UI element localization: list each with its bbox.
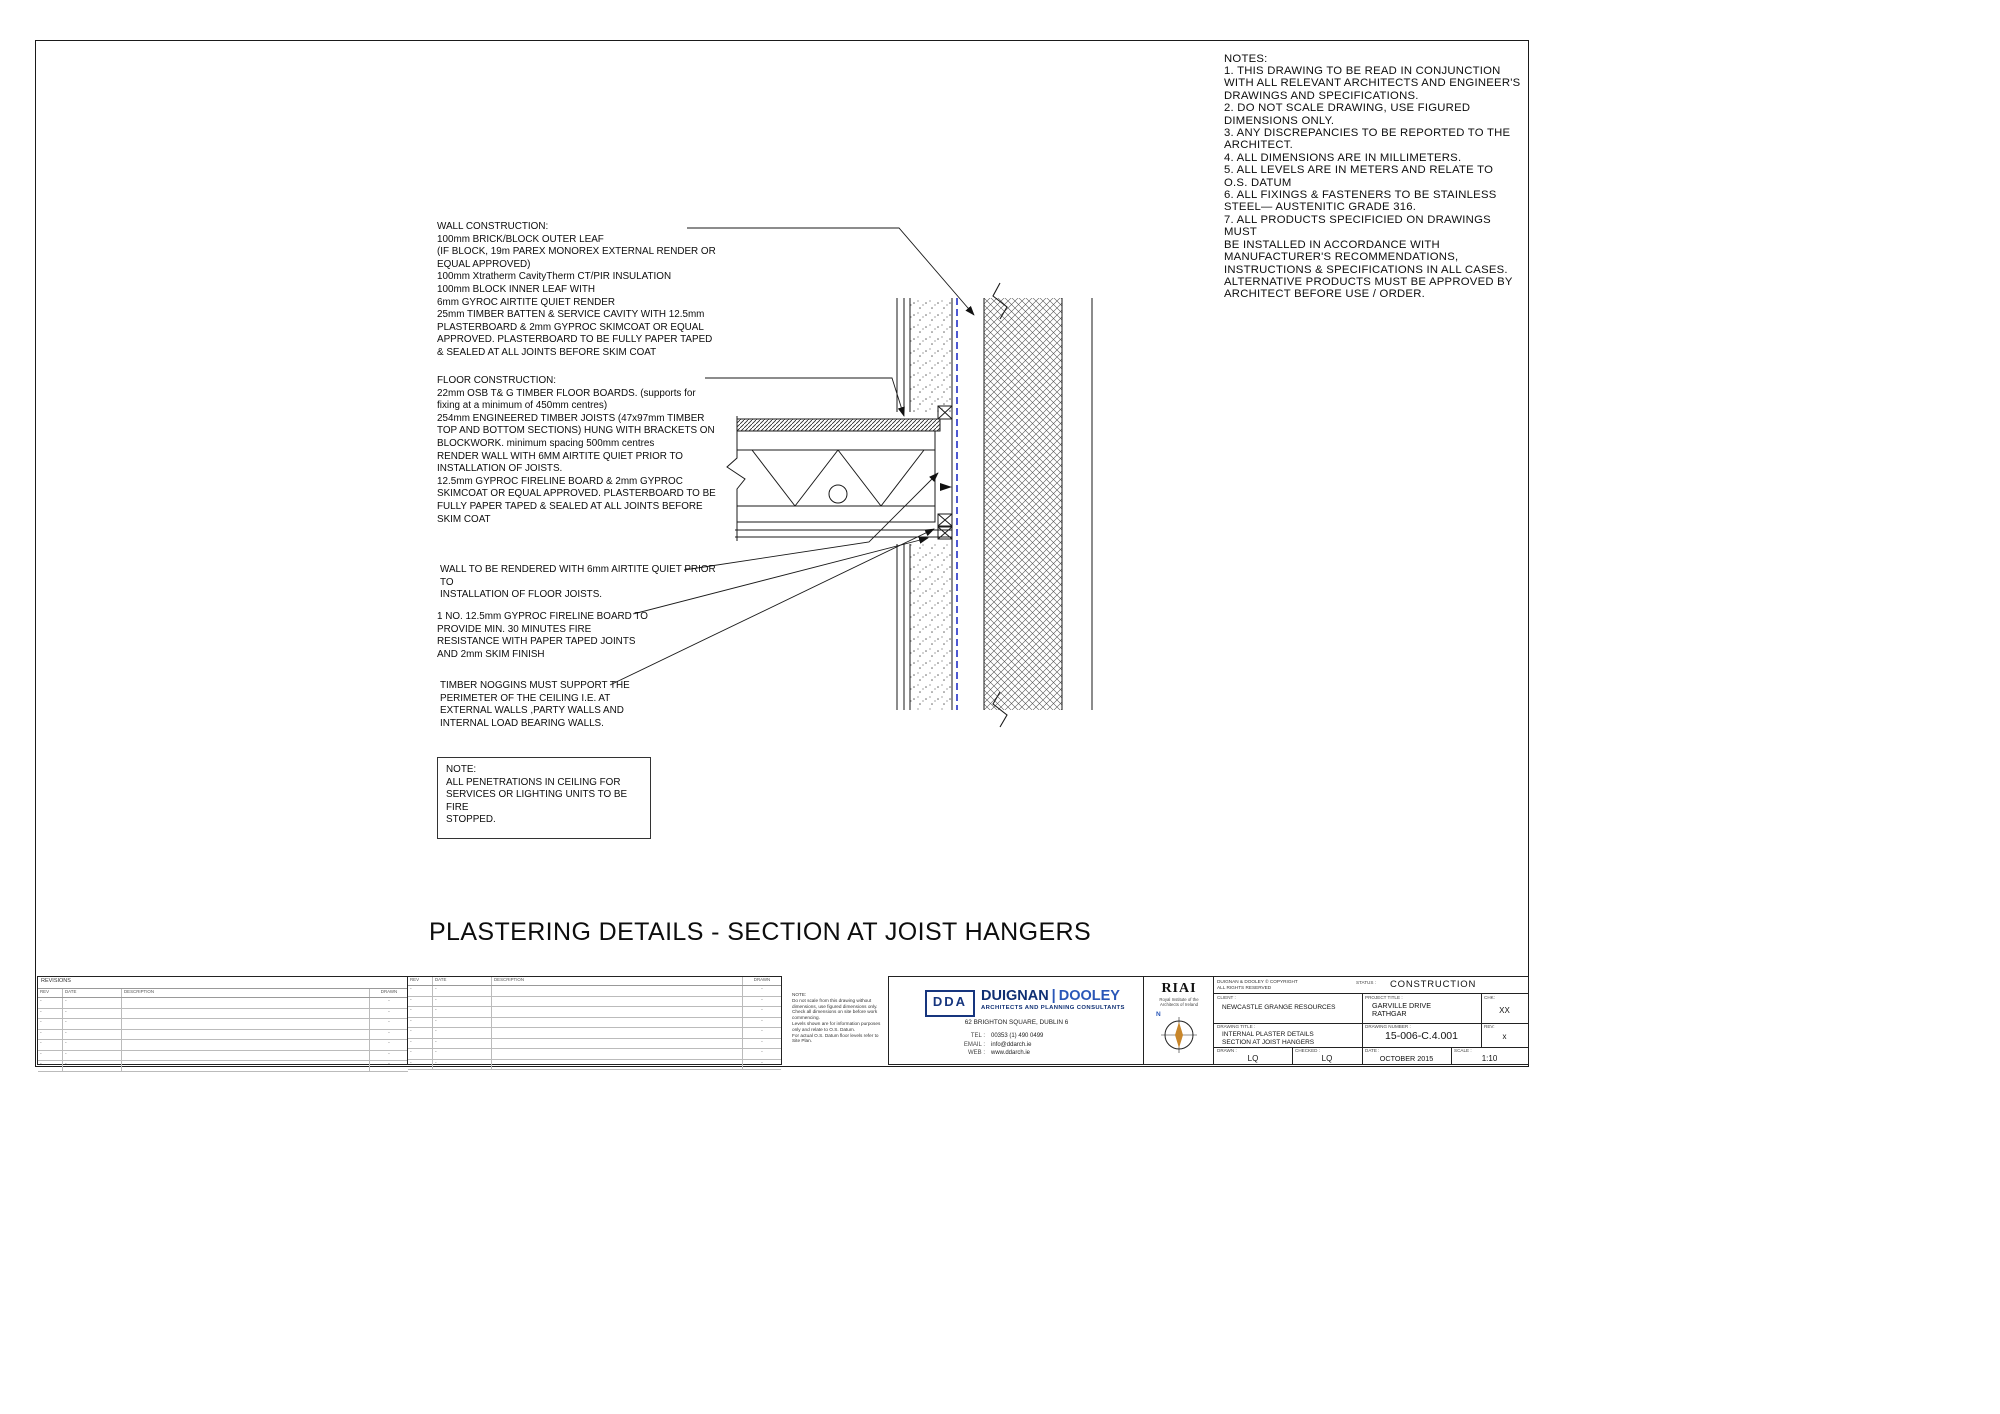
- joist-web: [751, 449, 925, 507]
- ceiling-penetrations-note-box: NOTE: ALL PENETRATIONS IN CEILING FOR SE…: [437, 757, 651, 839]
- project-line1: GARVILLE DRIVE: [1372, 1001, 1431, 1010]
- render-callout-leader: [683, 472, 939, 571]
- chk-value: XX: [1499, 1006, 1510, 1015]
- revision-row: - - -: [38, 1050, 408, 1061]
- revisions-header: REV DATE DESCRIPTION DRAWN: [408, 977, 781, 986]
- company-name: DUIGNAN|DOOLEY: [981, 988, 1120, 1004]
- revisions-rows: - - - - - - - - - - - - - - - - -: [408, 986, 781, 1070]
- noggins-callout-leader: [609, 528, 935, 686]
- revision-row: - - -: [38, 1061, 408, 1072]
- wall-section: [896, 298, 1093, 710]
- notes-title: NOTES:: [1224, 53, 1268, 65]
- drawn-cell: DRAWN : LQ: [1214, 1047, 1293, 1064]
- client-cell: CLIENT : NEWCASTLE GRANGE RESOURCES: [1214, 993, 1363, 1023]
- scale-value: 1:10: [1481, 1054, 1498, 1063]
- copyright-note: DUIGNAN & DOOLEY © COPYRIGHT ALL RIGHTS …: [1217, 979, 1298, 990]
- wall-construction-leader: [687, 227, 975, 316]
- osb-floor-boards: [736, 418, 941, 432]
- floor-construction-note: FLOOR CONSTRUCTION: 22mm OSB T& G TIMBER…: [437, 375, 716, 525]
- revision-row: - - -: [408, 1038, 781, 1049]
- company-subtitle: ARCHITECTS AND PLANNING CONSULTANTS: [981, 1005, 1125, 1011]
- drawing-number: 15-006-C.4.001: [1385, 1030, 1458, 1042]
- fine-print-note: NOTE: Do not scale from this drawing wit…: [792, 992, 881, 1044]
- drawing-title-line2: SECTION AT JOIST HANGERS: [1222, 1038, 1315, 1046]
- revisions-table-2: REV DATE DESCRIPTION DRAWN - - - - - - -…: [407, 976, 782, 1070]
- fireline-callout: 1 NO. 12.5mm GYPROC FIRELINE BOARD TO PR…: [437, 611, 648, 660]
- date-cell: DATE : OCTOBER 2015: [1362, 1047, 1452, 1064]
- revisions-table-1: REVISIONS REV DATE DESCRIPTION DRAWN - -…: [37, 976, 409, 1072]
- riai-caption: Royal Institute of the Architects of Ire…: [1159, 997, 1199, 1008]
- joist-hanger: [937, 405, 953, 540]
- date-value: OCTOBER 2015: [1379, 1054, 1434, 1063]
- status-label: STATUS :: [1356, 980, 1376, 985]
- revision-row: - - -: [408, 1059, 781, 1070]
- project-title-cell: PROJECT TITLE : GARVILLE DRIVE RATHGAR: [1362, 993, 1482, 1023]
- checked-value: LQ: [1321, 1054, 1333, 1063]
- noggins-callout: TIMBER NOGGINS MUST SUPPORT THE PERIMETE…: [440, 680, 630, 729]
- status-value: CONSTRUCTION: [1390, 979, 1477, 990]
- rev-value: x: [1502, 1032, 1507, 1041]
- revision-row: - - -: [38, 1029, 408, 1040]
- floor-break-line: [726, 416, 746, 541]
- floor-assembly: [726, 405, 953, 544]
- wall-construction-note: WALL CONSTRUCTION: 100mm BRICK/BLOCK OUT…: [437, 221, 716, 358]
- render-callout: WALL TO BE RENDERED WITH 6mm AIRTITE QUI…: [440, 564, 716, 601]
- revision-row: - - -: [38, 998, 408, 1009]
- company-email: EMAIL : info@ddarch.ie: [963, 1041, 1032, 1048]
- revision-row: - - -: [408, 996, 781, 1007]
- client-name: NEWCASTLE GRANGE RESOURCES: [1222, 1004, 1336, 1011]
- drawing-main-title: PLASTERING DETAILS - SECTION AT JOIST HA…: [428, 918, 1092, 946]
- drawing-title-cell: DRAWING TITLE : INTERNAL PLASTER DETAILS…: [1214, 1023, 1363, 1047]
- company-web: WEB : www.ddarch.ie: [967, 1050, 1031, 1057]
- wall-face-arrow: [940, 483, 952, 491]
- revision-row: - - -: [408, 1017, 781, 1028]
- scale-cell: SCALE : 1:10: [1451, 1047, 1528, 1064]
- fireline-callout-leader: [632, 536, 929, 615]
- sheet-border: [35, 40, 1529, 1067]
- rev-cell: REV: x: [1481, 1023, 1528, 1047]
- revision-row: - - -: [408, 1049, 781, 1060]
- drawing-title-line1: INTERNAL PLASTER DETAILS: [1222, 1031, 1314, 1038]
- revisions-title: REVISIONS: [38, 977, 408, 989]
- revision-row: - - -: [38, 1019, 408, 1030]
- revision-row: - - -: [408, 986, 781, 997]
- floor-construction-leader: [705, 377, 905, 417]
- break-marks: [992, 282, 1008, 728]
- north-label: N: [1156, 1011, 1161, 1018]
- chk-cell: CHK: XX: [1481, 993, 1528, 1023]
- company-contact: TEL : 00353 (1) 490 0499 EMAIL : info@dd…: [951, 1032, 1044, 1058]
- company-block: DDA DUIGNAN|DOOLEY ARCHITECTS AND PLANNI…: [888, 976, 1145, 1065]
- revisions-rows: - - - - - - - - - - - - - - - - -: [38, 998, 408, 1072]
- drawn-value: LQ: [1247, 1054, 1259, 1063]
- outer-leaf-crosshatch: [984, 298, 1062, 710]
- company-tel: TEL : 00353 (1) 490 0499: [970, 1033, 1044, 1039]
- revisions-header: REV DATE DESCRIPTION DRAWN: [38, 989, 408, 998]
- riai-block: RIAI Royal Institute of the Architects o…: [1143, 976, 1215, 1065]
- checked-cell: CHECKED : LQ: [1292, 1047, 1363, 1064]
- revision-row: - - -: [38, 1040, 408, 1051]
- riai-logo: RIAI: [1161, 981, 1197, 996]
- drawing-number-cell: DRAWING NUMBER : 15-006-C.4.001: [1362, 1023, 1482, 1047]
- revision-row: - - -: [38, 1008, 408, 1019]
- project-line2: RATHGAR: [1372, 1009, 1407, 1019]
- notes-panel: NOTES: 1. THIS DRAWING TO BE READ IN CON…: [1224, 53, 1524, 301]
- leader-lines: [609, 227, 975, 686]
- company-address: 62 BRIGHTON SQUARE, DUBLIN 6: [964, 1019, 1069, 1026]
- notes-body: 1. THIS DRAWING TO BE READ IN CONJUNCTIO…: [1224, 65, 1521, 301]
- project-block: DUIGNAN & DOOLEY © COPYRIGHT ALL RIGHTS …: [1213, 976, 1529, 1065]
- dda-logo: DDA: [925, 990, 975, 1017]
- north-compass-icon: [1161, 1017, 1197, 1053]
- revision-row: - - -: [408, 1007, 781, 1018]
- revision-row: - - -: [408, 1028, 781, 1039]
